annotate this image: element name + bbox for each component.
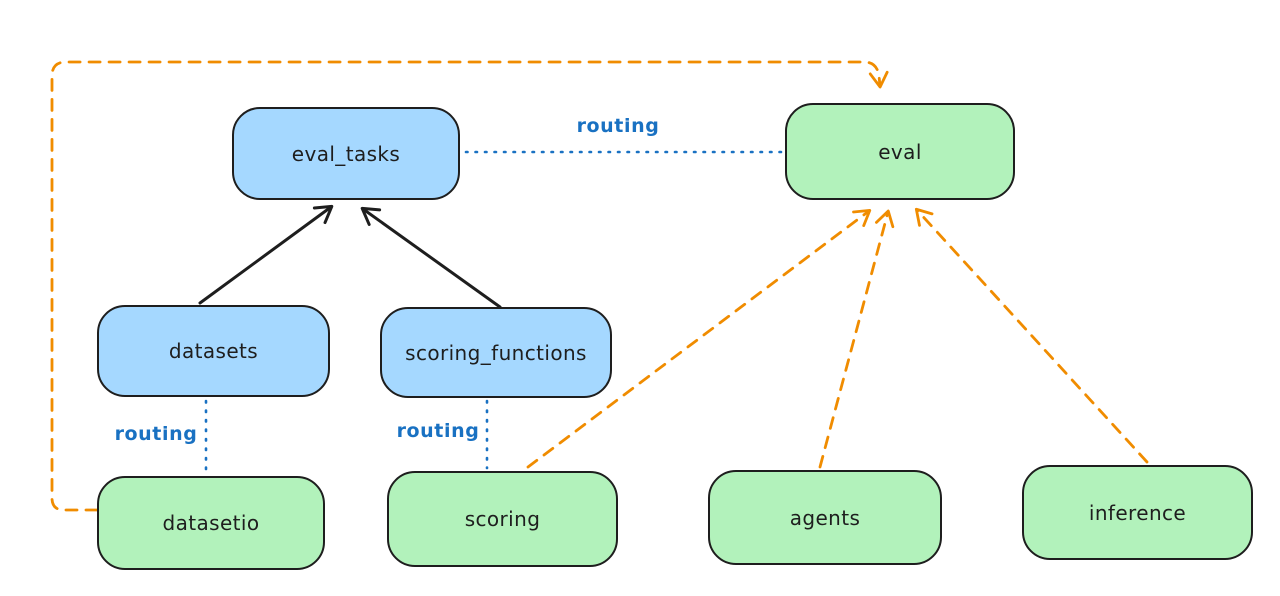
node-agents-label: agents [789,505,861,530]
node-eval-label: eval [878,139,922,164]
edge-datasets-to-eval-tasks [198,204,334,305]
node-scoring-functions: scoring_functions [380,307,612,398]
node-datasets: datasets [97,305,330,397]
node-datasetio-label: datasetio [162,511,260,535]
node-eval-tasks: eval_tasks [232,107,460,200]
node-scoring-functions-label: scoring_functions [405,340,587,365]
node-datasetio: datasetio [97,476,325,570]
node-eval-tasks-label: eval_tasks [291,141,401,166]
edge-inference-to-eval [914,207,1149,464]
edge-scoring-functions-to-eval-tasks [360,206,502,309]
edge-label-routing-datasets-datasetio: routing [114,423,198,445]
edge-scoring-to-eval [526,208,872,469]
node-eval: eval [785,103,1015,200]
edge-label-routing-eval-tasks-eval: routing [576,115,660,137]
node-agents: agents [708,470,942,565]
node-scoring-label: scoring [464,507,541,531]
node-datasets-label: datasets [168,339,259,363]
node-scoring: scoring [387,471,618,567]
edge-agents-to-eval [818,209,895,469]
edge-datasetio-to-eval [50,60,889,512]
node-inference: inference [1022,465,1253,560]
node-inference-label: inference [1088,500,1187,525]
edge-label-routing-scoring-functions-scoring: routing [396,420,480,442]
